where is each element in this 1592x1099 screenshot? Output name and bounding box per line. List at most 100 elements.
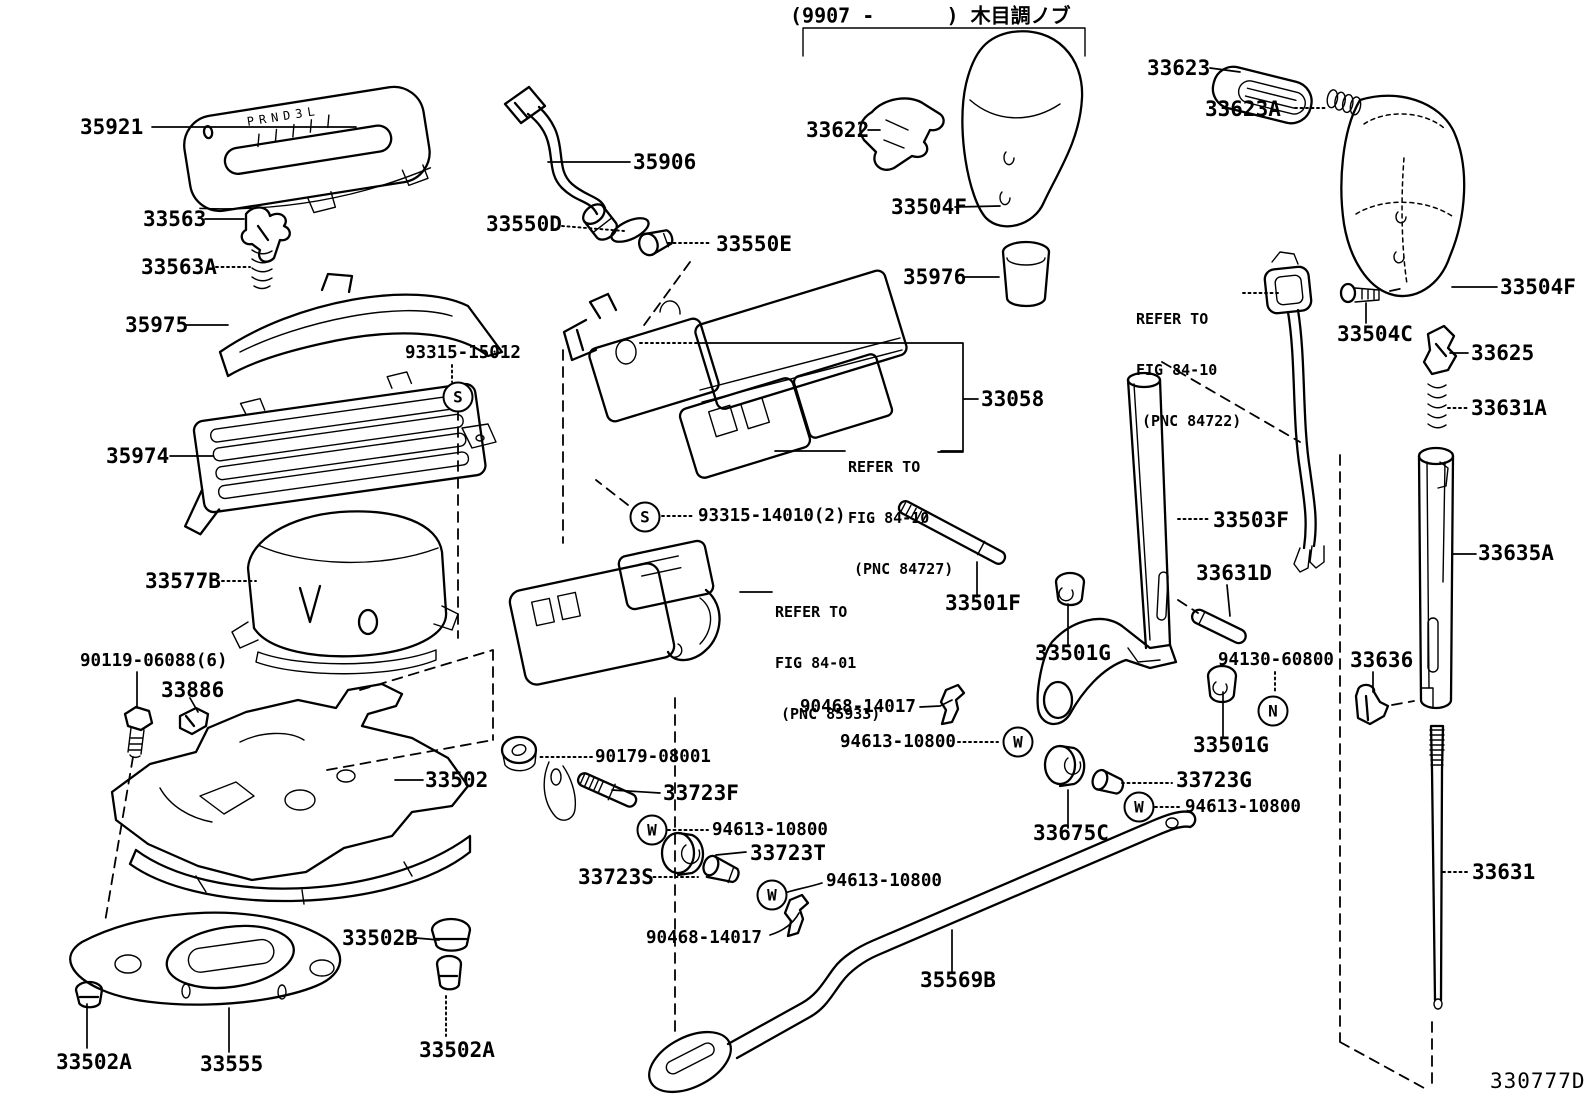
- callout-94613-10800-d: 94613-10800: [1185, 797, 1301, 817]
- part-33623-button: [1211, 65, 1313, 125]
- callout-35906: 35906: [633, 150, 697, 174]
- callout-93315-14010: 93315-14010(2): [698, 506, 846, 526]
- part-33503f-lever: [1036, 371, 1178, 726]
- callout-35921: 35921: [80, 115, 144, 139]
- part-33625-clip: [1422, 324, 1458, 376]
- callout-90179-08001: 90179-08001: [595, 747, 711, 767]
- callout-90119-06088: 90119-06088(6): [80, 651, 228, 671]
- part-33504c-screw: [1339, 282, 1380, 304]
- part-lever-arm: [543, 761, 577, 821]
- callout-90468-14017-a: 90468-14017: [800, 697, 916, 717]
- callout-33631d: 33631D: [1196, 561, 1272, 585]
- leader-lines-dotted: [215, 107, 1469, 1037]
- callout-33563a: 33563A: [141, 255, 217, 279]
- diagram-code: 330777D: [1490, 1069, 1586, 1093]
- callout-33625: 33625: [1471, 341, 1535, 365]
- part-33675c-bushing: [1043, 744, 1086, 788]
- part-33623a-spring: [1326, 89, 1362, 116]
- callout-94613-10800-a: 94613-10800: [712, 820, 828, 840]
- washer-symbol: W: [636, 814, 668, 846]
- part-33631a-spring: [1427, 383, 1447, 429]
- callout-33550e: 33550E: [716, 232, 792, 256]
- part-35569b-rod: [648, 810, 1197, 1094]
- screw-symbol: S: [629, 501, 661, 533]
- part-90179-nut: [500, 735, 538, 772]
- callout-33563: 33563: [143, 207, 207, 231]
- callout-94130-60800: 94130-60800: [1218, 650, 1334, 670]
- callout-90468-14017-b: 90468-14017: [646, 928, 762, 948]
- part-33635a-tube: [1417, 446, 1455, 710]
- callout-33504f-middle: 33504F: [891, 195, 967, 219]
- part-90468-clip-lower: [783, 893, 810, 938]
- part-35906-wire: [503, 85, 618, 241]
- callout-33502a-left: 33502A: [56, 1050, 132, 1074]
- part-33636-clip: [1354, 683, 1390, 726]
- callout-33636: 33636: [1350, 648, 1414, 672]
- part-33631d-pin: [1190, 608, 1247, 645]
- refer-block-pnc84722: REFER TO FIG 84-10 (PNC 84722): [1136, 277, 1241, 447]
- callout-33550d: 33550D: [486, 212, 562, 236]
- part-33563a-spring: [251, 249, 273, 290]
- callout-33502b: 33502B: [342, 926, 418, 950]
- refer-line: FIG 84-10: [1136, 361, 1218, 379]
- refer-block-pnc84727: REFER TO FIG 84-10 (PNC 84727): [848, 425, 953, 595]
- refer-line: REFER TO: [848, 458, 921, 476]
- callout-33723t: 33723T: [750, 841, 826, 865]
- part-33502a-grommet-right: [435, 954, 463, 991]
- washer-symbol: W: [1123, 791, 1155, 823]
- refer-line: (PNC 84722): [1142, 412, 1242, 430]
- callout-35974: 35974: [106, 444, 170, 468]
- callout-33623: 33623: [1147, 56, 1211, 80]
- callout-33503f: 33503F: [1213, 508, 1289, 532]
- callout-33631: 33631: [1472, 860, 1536, 884]
- part-33622-button: [859, 97, 945, 171]
- callout-33675c: 33675C: [1033, 821, 1109, 845]
- part-33563-clip: [240, 206, 291, 263]
- callout-33622: 33622: [806, 118, 870, 142]
- callout-33501g-a: 33501G: [1035, 641, 1111, 665]
- callout-33501f: 33501F: [945, 591, 1021, 615]
- part-connector-84722: [1263, 251, 1325, 573]
- part-35921-indicator-plate: PRND3L: [183, 85, 432, 214]
- part-33502-housing: [110, 682, 472, 905]
- callout-33631a: 33631A: [1471, 396, 1547, 420]
- part-33501f-pin: [897, 500, 1007, 565]
- callout-93315-15012: 93315-15012: [405, 343, 521, 363]
- callout-33502a-right: 33502A: [419, 1038, 495, 1062]
- callout-33723g: 33723G: [1176, 768, 1252, 792]
- callout-94613-10800-b: 94613-10800: [826, 871, 942, 891]
- callout-33501g-b: 33501G: [1193, 733, 1269, 757]
- part-33631-rod: [1429, 724, 1445, 1010]
- callout-33886: 33886: [161, 678, 225, 702]
- callout-33504f-right: 33504F: [1500, 275, 1576, 299]
- part-35976-cap: [1001, 240, 1051, 308]
- part-33502a-grommet-left: [74, 980, 104, 1009]
- callout-33058: 33058: [981, 387, 1045, 411]
- callout-33504c: 33504C: [1337, 322, 1413, 346]
- callout-35976: 35976: [903, 265, 967, 289]
- callout-33623a: 33623A: [1205, 97, 1281, 121]
- part-90468-clip-upper: [939, 683, 966, 726]
- refer-line: (PNC 84727): [854, 560, 954, 578]
- part-33501g-bushing-a: [1054, 571, 1086, 607]
- part-33501g-bushing-b: [1206, 664, 1238, 704]
- part-33504f-knob-middle: [961, 30, 1084, 228]
- part-33502b-grommet: [430, 917, 472, 952]
- washer-symbol: W: [756, 879, 788, 911]
- part-33550d-ring: [610, 217, 650, 243]
- part-33577b-housing: [231, 510, 459, 675]
- callout-33723f: 33723F: [663, 781, 739, 805]
- callout-33502: 33502: [425, 768, 489, 792]
- refer-block-pnc85933: REFER TO FIG 84-01 (PNC 85933): [775, 570, 880, 740]
- part-33723g-sleeve: [1091, 768, 1125, 795]
- part-33058-solenoid-assembly: [562, 269, 908, 479]
- part-33886-clip: [178, 706, 210, 736]
- callout-35975: 35975: [125, 313, 189, 337]
- refer-line: (PNC 85933): [781, 705, 881, 723]
- part-key-interlock-85933: [508, 539, 721, 686]
- part-33555-base-plate: [69, 911, 342, 1006]
- refer-line: FIG 84-10: [848, 509, 930, 527]
- callout-35569b: 35569B: [920, 968, 996, 992]
- washer-symbol: W: [1002, 726, 1034, 758]
